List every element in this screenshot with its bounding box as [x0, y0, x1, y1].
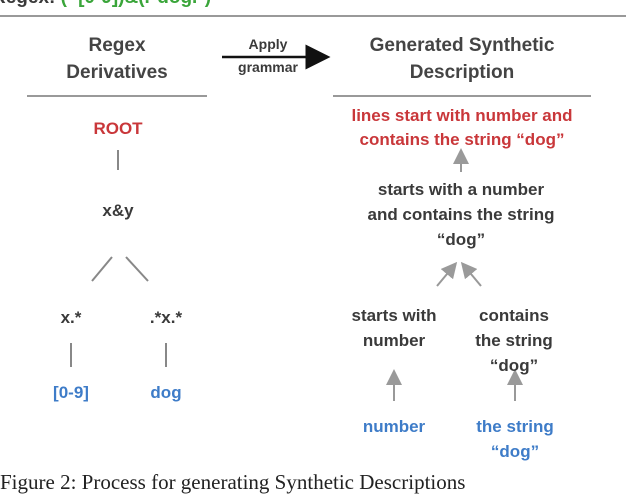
left-header: Regex Derivatives	[17, 32, 217, 86]
desc-top: lines start with number and contains the…	[322, 104, 602, 152]
left-header-line2: Derivatives	[66, 62, 168, 83]
right-header: Generated Synthetic Description	[322, 32, 602, 86]
desc-mid-line1: starts with a number	[377, 180, 545, 199]
desc-left-line1: starts with	[351, 306, 437, 325]
desc-left-line2: number	[362, 331, 426, 350]
connector-layer	[0, 15, 626, 401]
desc-leaf-right-line1: the string	[476, 417, 554, 436]
apply-label: Apply	[248, 36, 288, 52]
node-right-child: .*x.*	[149, 308, 183, 327]
edge-and-left	[91, 256, 113, 282]
desc-right-line2: the string	[475, 331, 553, 350]
desc-right-line3: “dog”	[489, 356, 539, 375]
node-right-leaf: dog	[150, 383, 182, 402]
node-left-leaf: [0-9]	[53, 383, 89, 402]
right-header-line2: Description	[409, 62, 515, 83]
desc-leaf-left: number	[362, 417, 426, 436]
desc-left: starts with number	[334, 303, 454, 353]
desc-mid: starts with a number and contains the st…	[332, 177, 590, 252]
node-root: ROOT	[93, 119, 143, 138]
desc-leaf-right-line2: “dog”	[490, 442, 540, 461]
right-header-line1: Generated Synthetic	[369, 35, 555, 56]
left-header-line1: Regex	[88, 35, 146, 56]
arrow-right-mid	[460, 261, 482, 287]
arrow-left-mid	[436, 261, 458, 287]
apply-grammar-label: Apply grammar	[222, 36, 314, 76]
node-and: x&y	[102, 201, 134, 220]
regex-prefix: Regex:	[0, 0, 55, 8]
figure-caption: Figure 2: Process for generating Synthet…	[0, 470, 466, 494]
desc-mid-line2: and contains the string	[367, 205, 555, 224]
desc-right-line1: contains	[479, 306, 549, 325]
desc-leaf-right: the string “dog”	[458, 414, 572, 464]
regex-value: (^[0-9])&(.*dog.*)	[61, 0, 211, 8]
regex-line: Regex: (^[0-9])&(.*dog.*)	[0, 0, 211, 10]
desc-mid-line3: “dog”	[436, 230, 486, 249]
node-left-child: x.*	[60, 308, 82, 327]
grammar-label: grammar	[238, 59, 298, 75]
desc-top-line2: contains the string “dog”	[359, 130, 565, 149]
desc-top-line1: lines start with number and	[351, 106, 573, 125]
desc-right: contains the string “dog”	[458, 303, 570, 378]
edge-and-right	[125, 256, 149, 282]
